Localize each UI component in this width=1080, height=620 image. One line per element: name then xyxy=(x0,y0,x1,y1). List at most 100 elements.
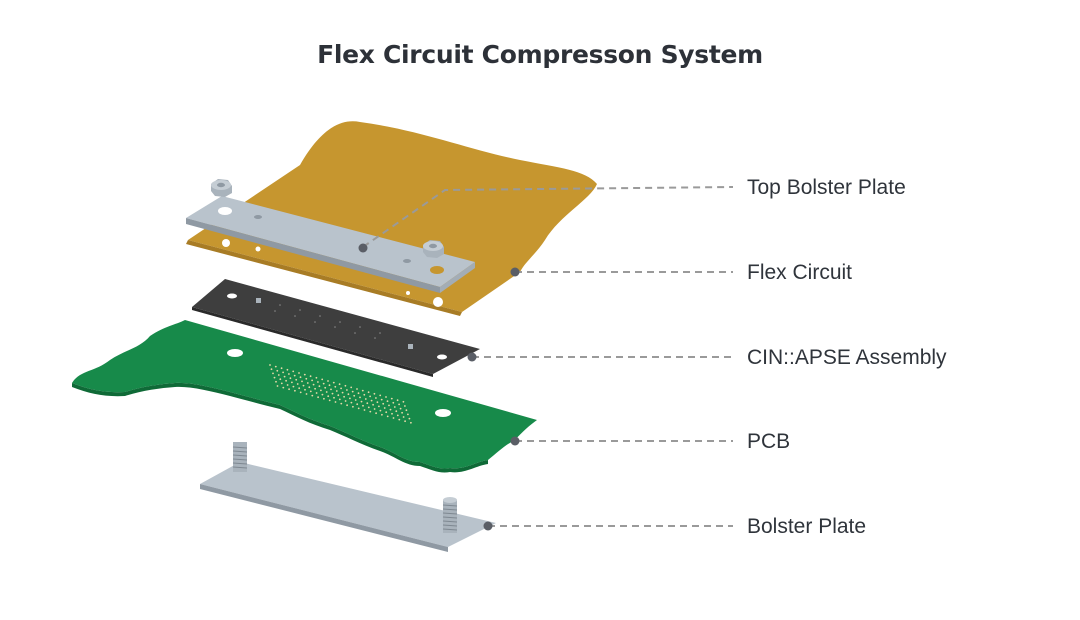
pcb-pad xyxy=(357,407,360,410)
pcb-pad xyxy=(386,415,389,418)
pcb-pad xyxy=(407,413,409,416)
pcb-pad xyxy=(296,383,299,385)
pcb-pad xyxy=(381,413,383,416)
pcb-pad xyxy=(392,401,395,404)
pcb-pad xyxy=(379,409,382,412)
pcb-pad xyxy=(396,414,399,417)
bolster-plate-part xyxy=(200,442,496,552)
pcb-pad xyxy=(279,378,282,381)
pcb-pad xyxy=(356,403,359,406)
pcb-pad xyxy=(383,407,386,409)
cinapse-assembly-part xyxy=(192,279,480,377)
pcb-pad xyxy=(390,397,393,400)
pcb-pad xyxy=(317,396,319,399)
pcb-pad xyxy=(398,403,400,406)
pcb-pad xyxy=(282,386,285,389)
pcb-pad xyxy=(398,418,401,421)
pcb-pad xyxy=(305,377,308,380)
pcb-pad xyxy=(376,401,379,404)
pcb-pad xyxy=(282,371,284,374)
pcb-pad xyxy=(321,378,324,381)
pcb-pad xyxy=(277,374,280,376)
pcb-pad xyxy=(385,411,388,414)
leader-line-top-bolster-plate xyxy=(362,186,734,248)
pcb-pad xyxy=(295,378,298,381)
pcb-pad xyxy=(299,376,302,379)
stud-right xyxy=(442,497,458,533)
nut-right xyxy=(423,240,444,258)
pcb-pad xyxy=(362,404,364,407)
label-flex-circuit: Flex Circuit xyxy=(747,261,853,284)
pcb-pad xyxy=(309,375,312,378)
pcb-pad xyxy=(270,368,273,371)
pcb-pad xyxy=(291,381,293,384)
pcb-pad xyxy=(338,398,341,401)
pcb-pad xyxy=(293,374,296,377)
pcb-pad xyxy=(320,389,322,392)
pcb-pad xyxy=(314,387,316,390)
pcb-pad xyxy=(343,395,345,398)
anchor-dot-flex-circuit xyxy=(510,267,520,277)
pcb-pad xyxy=(303,373,306,376)
pcb-pad xyxy=(285,379,287,382)
pcb-pad xyxy=(375,397,377,399)
label-bolster-plate: Bolster Plate xyxy=(747,515,867,538)
pcb-pad xyxy=(356,388,358,390)
pcb-pad xyxy=(288,373,290,375)
pcb-pad xyxy=(292,385,295,388)
pcb-pad xyxy=(288,388,290,391)
label-cinapse-assembly: CIN::APSE Assembly xyxy=(747,346,947,369)
pcb-pad xyxy=(395,410,398,413)
pcb-pad xyxy=(325,391,328,393)
pcb-pad xyxy=(275,380,277,383)
pcb-pad xyxy=(306,382,309,384)
pcb-pad xyxy=(274,365,277,368)
pcb-pad xyxy=(372,403,374,406)
pcb-pad xyxy=(364,398,367,400)
pcb-pad xyxy=(352,405,354,408)
pcb-part xyxy=(72,320,537,473)
pcb-pad xyxy=(272,372,274,375)
pcb-pad xyxy=(369,395,371,398)
pcb-pad xyxy=(367,391,370,394)
pcb-pad xyxy=(286,368,289,371)
pcb-pad xyxy=(315,376,318,379)
pcb-pad xyxy=(396,399,399,402)
pcb-pad xyxy=(335,390,338,392)
pcb-pad xyxy=(363,409,366,411)
pcb-pad xyxy=(399,407,402,410)
pcb-pad xyxy=(379,394,382,397)
pcb-pad xyxy=(410,421,412,424)
pcb-pad xyxy=(361,389,364,392)
pcb-pad xyxy=(327,380,329,382)
pcb-pad xyxy=(280,382,283,385)
pcb-pad-array xyxy=(269,364,412,424)
pcb-pad xyxy=(393,406,396,408)
pcb-pad xyxy=(289,377,292,380)
pcb-pad xyxy=(315,392,318,394)
pcb-pad xyxy=(286,384,289,386)
top-bolster-plate-part xyxy=(186,179,475,293)
anchor-dot-bolster-plate xyxy=(483,521,493,531)
pcb-pad xyxy=(357,392,360,395)
pcb-pad xyxy=(404,420,406,423)
pcb-pad xyxy=(312,383,315,386)
pcb-pad xyxy=(304,388,306,391)
pcb-pad xyxy=(402,416,405,418)
pcb-pad xyxy=(350,386,353,389)
pcb-pad xyxy=(328,384,331,387)
pcb-pad xyxy=(360,400,363,403)
pcb-pad xyxy=(344,400,347,402)
pcb-pad xyxy=(299,391,302,394)
pcb-pad xyxy=(311,394,314,397)
pcb-pad xyxy=(369,410,372,413)
anchor-dot-top-bolster-plate xyxy=(358,243,368,253)
pcb-pad xyxy=(366,402,369,405)
pcb-pad xyxy=(391,412,393,415)
pcb-pad xyxy=(347,393,350,396)
pcb-pad xyxy=(386,400,389,403)
pcb-pad xyxy=(332,381,335,384)
pcb-pad xyxy=(337,394,340,397)
pcb-pad xyxy=(301,380,303,383)
